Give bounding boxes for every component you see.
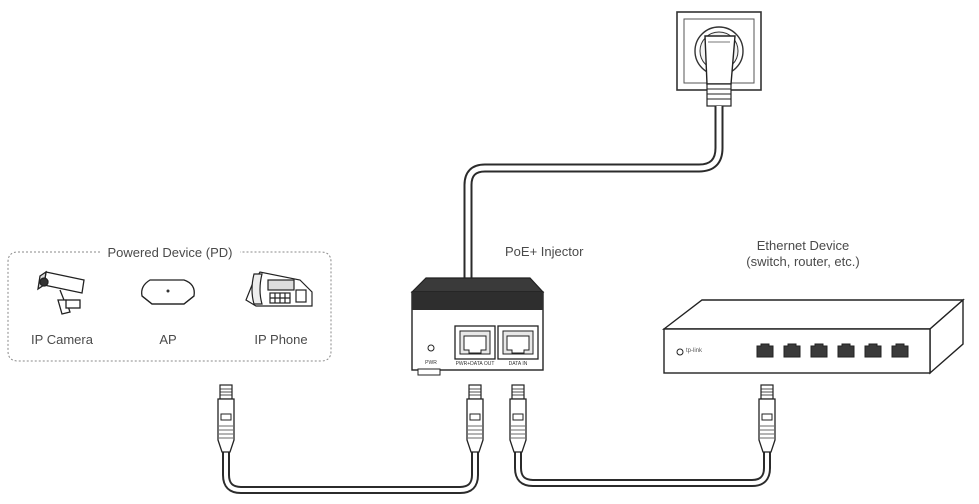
pd-group-box [7,251,332,362]
switch-port [810,343,828,358]
switch-port [837,343,855,358]
ethernet-device-title: Ethernet Device (switch, router, etc.) [746,238,859,270]
switch-port [891,343,909,358]
injector-pwr-label: PWR [425,360,437,366]
ethernet-device-title-line1: Ethernet Device [756,238,850,253]
ip-camera-icon [37,270,85,315]
rj45-plugs [217,384,776,453]
rj45-plug-icon [466,384,484,453]
access-point-icon [141,279,195,305]
switch-port [783,343,801,358]
ip-phone-icon [245,271,313,307]
power-outlet-icon [676,11,762,107]
injector-title: PoE+ Injector [505,244,584,259]
injector-port-in-label: DATA IN [508,361,528,367]
pd-group-title: Powered Device (PD) [103,245,237,260]
ethernet-cable-uplink [514,450,771,487]
injector-port-out-label: PWR+DATA OUT [455,361,495,367]
poe-injector [410,277,545,376]
switch-port [756,343,774,358]
ethernet-device [661,298,965,375]
device-label-ip-camera: IP Camera [31,332,93,347]
switch-brand-logo: tp-link [686,348,703,354]
ethernet-device-title-line2: (switch, router, etc.) [746,254,860,269]
device-label-ip-phone: IP Phone [254,332,308,347]
device-label-ap: AP [159,332,177,347]
switch-port [864,343,882,358]
ethernet-cable-pd [222,450,479,494]
rj45-plug-icon [758,384,776,453]
rj45-plug-icon [217,384,235,453]
switch-ports [756,343,909,358]
rj45-plug-icon [509,384,527,453]
